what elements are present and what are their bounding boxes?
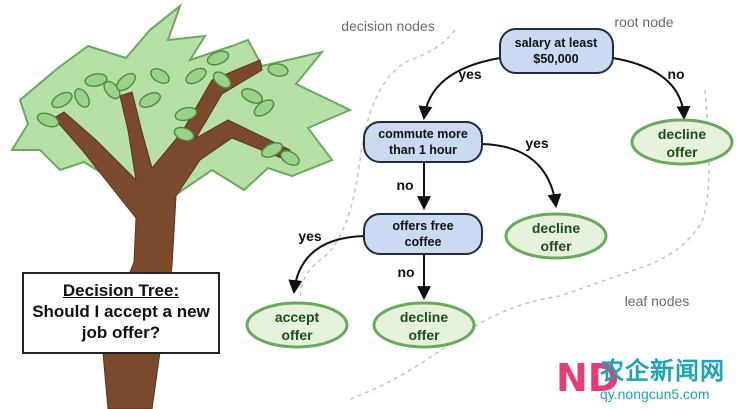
node-coffee-line1: offers free: [392, 219, 453, 233]
leaf-decline-commute-line2: offer: [540, 238, 572, 254]
grouping-outlines: [299, 29, 710, 401]
leaf-accept-line1: accept: [275, 309, 320, 325]
leaf-decline-root-line2: offer: [666, 144, 698, 160]
decision-node-salary: salary at least $50,000: [499, 28, 614, 74]
node-coffee-line2: coffee: [405, 235, 442, 249]
leaf-node-decline-coffee: decline offer: [372, 301, 476, 349]
leaf-accept-line2: offer: [281, 327, 313, 343]
watermark: ND 农企新闻网 qy.nongcun5.com: [556, 356, 740, 409]
leaf-decline-coffee-line2: offer: [408, 327, 440, 343]
watermark-logo: ND: [556, 356, 620, 400]
edge-salary-yes: [418, 57, 501, 121]
leaf-nodes-outline: [347, 89, 710, 401]
leaf-decline-commute-line1: decline: [532, 220, 580, 236]
node-salary-line1: salary at least: [515, 36, 599, 50]
edge-label-salary-yes: yes: [458, 66, 482, 82]
edge-label-coffee-no: no: [397, 264, 414, 280]
watermark-url: qy.nongcun5.com: [600, 386, 710, 402]
edge-label-salary-no: no: [667, 66, 684, 82]
label-leaf-nodes: leaf nodes: [625, 293, 690, 309]
label-decision-nodes: decision nodes: [341, 18, 434, 34]
edge-label-coffee-yes: yes: [298, 228, 322, 244]
title-heading: Decision Tree:: [62, 281, 180, 300]
node-salary-line2: $50,000: [533, 52, 578, 66]
leaf-decline-coffee-line1: decline: [400, 309, 448, 325]
title-question-line1: Should I accept a new: [32, 302, 210, 321]
edge-salary-no: [612, 57, 691, 121]
title-box: Decision Tree: Should I accept a new job…: [22, 272, 220, 354]
leaf-node-decline-commute: decline offer: [504, 212, 608, 260]
node-commute-line1: commute more: [378, 127, 468, 141]
leaf-decline-root-line1: decline: [658, 126, 706, 142]
tree-leaves: [36, 50, 300, 166]
title-question-line2: job offer?: [81, 323, 161, 342]
node-commute-line2: than 1 hour: [389, 143, 457, 157]
leaf-node-decline-root: decline offer: [630, 118, 734, 166]
edge-label-commute-yes: yes: [525, 135, 549, 151]
edge-coffee-yes: [288, 235, 365, 295]
label-root-node: root node: [614, 14, 673, 30]
watermark-site-name: 农企新闻网: [600, 358, 725, 385]
leaf-node-accept: accept offer: [245, 301, 349, 349]
decision-node-coffee: offers free coffee: [363, 213, 483, 255]
edge-label-commute-no: no: [396, 177, 413, 193]
edges: [288, 57, 691, 301]
decision-nodes-outline: [299, 29, 456, 301]
edge-commute-yes: [481, 143, 562, 209]
decision-node-commute: commute more than 1 hour: [363, 121, 483, 163]
